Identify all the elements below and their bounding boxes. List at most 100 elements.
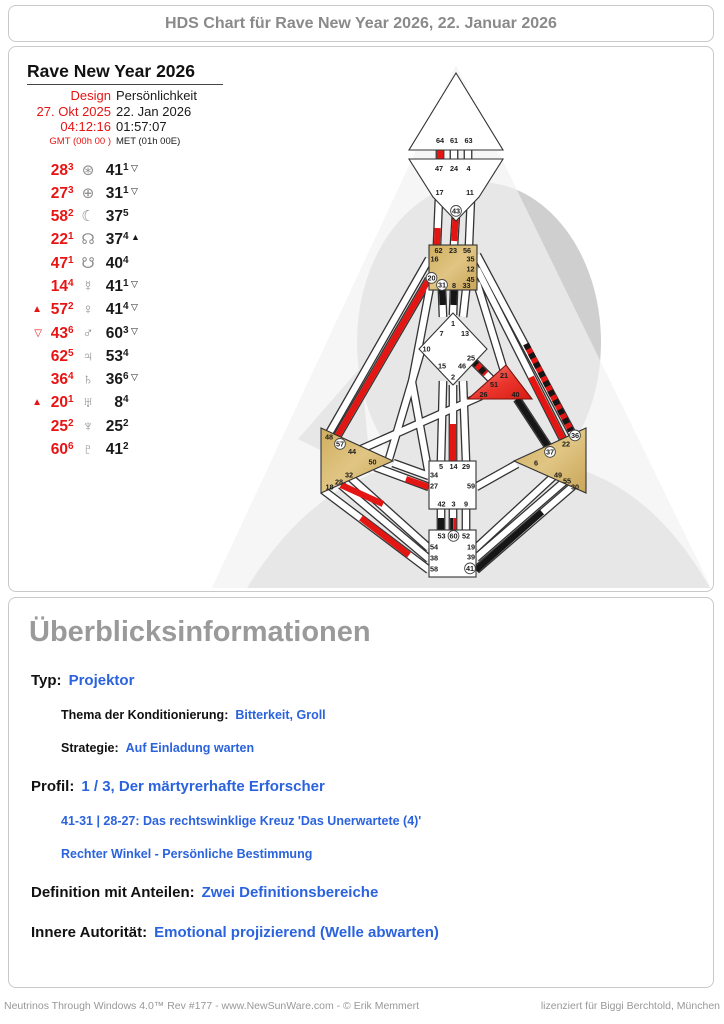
gate-55: 55 bbox=[563, 477, 571, 486]
gate-38: 38 bbox=[430, 554, 438, 563]
design-line: 1 bbox=[68, 394, 74, 406]
design-line: 1 bbox=[68, 231, 74, 243]
gate-43-marker bbox=[450, 205, 462, 217]
overview-label: Profil: bbox=[31, 778, 75, 795]
overview-row: Innere Autorität:Emotional projizierend … bbox=[29, 924, 693, 941]
gate-24: 24 bbox=[450, 164, 459, 173]
gate-36: 36 bbox=[571, 431, 579, 440]
planet-row: ▽ 43 6 ♂ 60 3 ▽ bbox=[19, 322, 234, 345]
gate-36-marker bbox=[569, 429, 581, 442]
overview-row: 41-31 | 28-27: Das rechtswinklige Kreuz … bbox=[29, 814, 693, 828]
gate-31-marker bbox=[436, 279, 448, 291]
personality-fixing-arrow: ▽ bbox=[131, 302, 138, 313]
design-gate: 25 bbox=[50, 417, 68, 435]
north-node-icon: ☊ bbox=[81, 231, 95, 249]
page-title: HDS Chart für Rave New Year 2026, 22. Ja… bbox=[165, 15, 557, 32]
gate-18: 18 bbox=[325, 483, 333, 492]
overview-label: Strategie: bbox=[61, 741, 119, 755]
gate-7: 7 bbox=[439, 329, 443, 338]
personality-line: 4 bbox=[123, 231, 129, 243]
overview-value: Projektor bbox=[68, 672, 135, 689]
planet-row: 25 2 ♆ 25 2 bbox=[19, 415, 234, 438]
gate-29: 29 bbox=[462, 462, 470, 471]
personality-gate: 31 bbox=[105, 184, 123, 202]
gate-30: 30 bbox=[571, 483, 579, 492]
design-gate: 14 bbox=[50, 277, 68, 295]
mercury-icon: ☿ bbox=[82, 277, 94, 295]
design-line: 3 bbox=[68, 161, 74, 173]
g-center bbox=[418, 312, 488, 386]
personality-gate: 37 bbox=[105, 231, 123, 249]
pluto-icon: ♇ bbox=[82, 441, 94, 459]
gate-64: 64 bbox=[436, 136, 445, 145]
gate-16: 16 bbox=[430, 255, 438, 264]
neptune-icon: ♆ bbox=[82, 417, 94, 435]
overview-label: Definition mit Anteilen: bbox=[31, 884, 195, 901]
planet-row: ▲ 57 2 ♀ 41 4 ▽ bbox=[19, 298, 234, 321]
design-line: 4 bbox=[68, 371, 74, 383]
gate-19: 19 bbox=[467, 543, 475, 552]
personality-line: 1 bbox=[123, 161, 129, 173]
gate-10: 10 bbox=[422, 345, 430, 354]
planet-row: 62 5 ♃ 53 4 bbox=[19, 345, 234, 368]
gate-17: 17 bbox=[435, 188, 443, 197]
personality-gate: 25 bbox=[105, 417, 123, 435]
overview-value: Rechter Winkel - Persönliche Bestimmung bbox=[61, 847, 313, 861]
overview-value: Emotional projizierend (Welle abwarten) bbox=[154, 924, 439, 941]
overview-heading: Überblicksinformationen bbox=[29, 616, 371, 648]
gate-9: 9 bbox=[464, 500, 468, 509]
gate-61: 61 bbox=[450, 136, 458, 145]
personality-label: Persönlichkeit bbox=[116, 88, 197, 103]
personality-date: 22. Jan 2026 bbox=[116, 103, 192, 119]
gate-53: 53 bbox=[437, 532, 445, 541]
gate-8: 8 bbox=[452, 281, 456, 290]
design-gate: 47 bbox=[50, 254, 68, 272]
design-gate: 27 bbox=[50, 184, 68, 202]
gate-40: 40 bbox=[511, 390, 519, 399]
design-gate: 43 bbox=[50, 324, 68, 342]
gate-48: 48 bbox=[325, 433, 333, 442]
sun-icon: ⊛ bbox=[81, 161, 95, 179]
personality-gate: 53 bbox=[105, 347, 123, 365]
design-gate: 60 bbox=[50, 441, 68, 459]
personality-fixing-arrow: ▲ bbox=[131, 232, 140, 243]
gate-51: 51 bbox=[490, 380, 498, 389]
planet-activation-table: 28 3 ⊛ 41 1 ▽ 27 3 ⊕ 31 1 ▽ 58 2 ☾ 37 5 … bbox=[19, 159, 234, 462]
jupiter-icon: ♃ bbox=[82, 347, 94, 365]
time-row: 04:12:16 01:57:07 bbox=[19, 119, 234, 135]
chart-title: Rave New Year 2026 bbox=[27, 61, 223, 85]
personality-fixing-arrow: ▽ bbox=[131, 372, 138, 383]
gate-6: 6 bbox=[534, 459, 538, 468]
personality-gate: 37 bbox=[105, 208, 123, 226]
gate-32: 32 bbox=[345, 471, 353, 480]
solar-plexus-center bbox=[512, 427, 587, 494]
gate-63: 63 bbox=[464, 136, 472, 145]
personality-gate: 41 bbox=[105, 277, 123, 295]
personality-fixing-arrow: ▽ bbox=[131, 278, 138, 289]
gate-5: 5 bbox=[439, 462, 443, 471]
gate-60-marker bbox=[447, 530, 460, 542]
gate-1: 1 bbox=[451, 319, 455, 328]
design-time: 04:12:16 bbox=[60, 119, 111, 134]
mars-icon: ♂ bbox=[82, 324, 94, 342]
planet-row: 47 1 ☋ 40 4 bbox=[19, 252, 234, 275]
gate-3: 3 bbox=[451, 500, 455, 509]
gate-47: 47 bbox=[435, 164, 443, 173]
personality-gate: 36 bbox=[105, 371, 123, 389]
design-fixing-arrow: ▽ bbox=[34, 327, 42, 339]
overview-label: Thema der Konditionierung: bbox=[61, 708, 229, 722]
gate-58: 58 bbox=[430, 565, 438, 574]
design-fixing-arrow: ▲ bbox=[32, 304, 42, 316]
design-line: 2 bbox=[68, 417, 74, 429]
planet-row: 36 4 ♄ 36 6 ▽ bbox=[19, 368, 234, 391]
gate-21: 21 bbox=[500, 371, 508, 380]
gate-37: 37 bbox=[546, 448, 554, 457]
personality-line: 4 bbox=[123, 254, 129, 266]
design-line: 5 bbox=[68, 347, 74, 359]
channel-activations bbox=[328, 150, 574, 573]
sacral-center bbox=[428, 460, 477, 510]
gate-12: 12 bbox=[466, 265, 474, 274]
personality-gate: 41 bbox=[105, 161, 123, 179]
gate-31: 31 bbox=[438, 281, 446, 290]
